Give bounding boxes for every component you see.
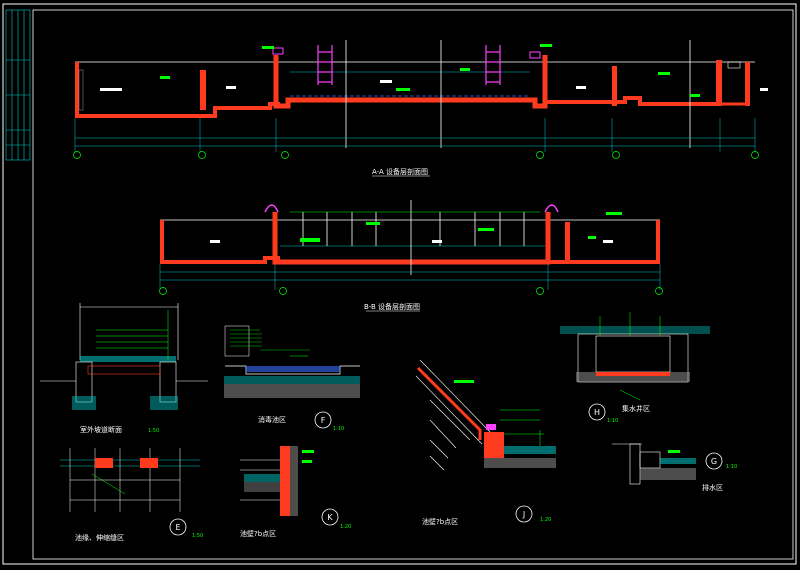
- svg-text:F: F: [321, 416, 326, 425]
- section-b-b: [159, 200, 663, 295]
- detail-k: [240, 446, 314, 516]
- detail-f-title: 消毒池区: [258, 415, 286, 424]
- sheet-border: [2, 3, 797, 565]
- title-strip: [5, 9, 31, 161]
- detail-f-scale: 1:10: [333, 426, 344, 432]
- detail-e-title: 池缘、伸缩缝区: [75, 533, 124, 542]
- detail-g-scale: 1:10: [726, 464, 737, 470]
- detail-k-scale: 1:20: [340, 524, 351, 530]
- svg-text:J: J: [522, 510, 525, 519]
- detail-e-bubble: [169, 518, 187, 536]
- inner-border: [32, 9, 794, 560]
- detail-j-bubble: [515, 505, 533, 523]
- detail-h-scale: 1:10: [607, 418, 618, 424]
- svg-text:K: K: [327, 513, 333, 522]
- detail-f-bubble: [314, 411, 332, 429]
- svg-text:H: H: [594, 408, 600, 417]
- detail-f: [224, 325, 360, 398]
- detail-h-bubble: [588, 403, 606, 421]
- detail-j-scale: 1:20: [540, 517, 551, 523]
- detail-h: [560, 312, 710, 401]
- section-b-b-title: B-B 设备层剖面图: [364, 302, 420, 311]
- detail-g: [612, 443, 696, 485]
- detail-g-bubble: [705, 452, 723, 470]
- detail-g-title: 排水区: [702, 483, 723, 492]
- detail-k-bubble: [321, 508, 339, 526]
- svg-text:E: E: [175, 523, 180, 532]
- detail-outdoor-ramp: [40, 303, 208, 410]
- detail-h-title: 集水井区: [622, 404, 650, 413]
- detail-outdoor-scale: 1:50: [148, 428, 159, 434]
- svg-text:G: G: [711, 457, 717, 466]
- detail-j-title: 池壁?b点区: [422, 517, 458, 526]
- detail-e: [60, 448, 200, 512]
- detail-outdoor-title: 室外坡道断面: [80, 425, 122, 434]
- section-a-a: [73, 40, 768, 159]
- detail-e-scale: 1:50: [192, 533, 203, 539]
- detail-k-title: 池壁?b点区: [240, 529, 276, 538]
- detail-j: [415, 359, 556, 471]
- section-a-a-title: A-A 设备层剖面图: [372, 167, 428, 176]
